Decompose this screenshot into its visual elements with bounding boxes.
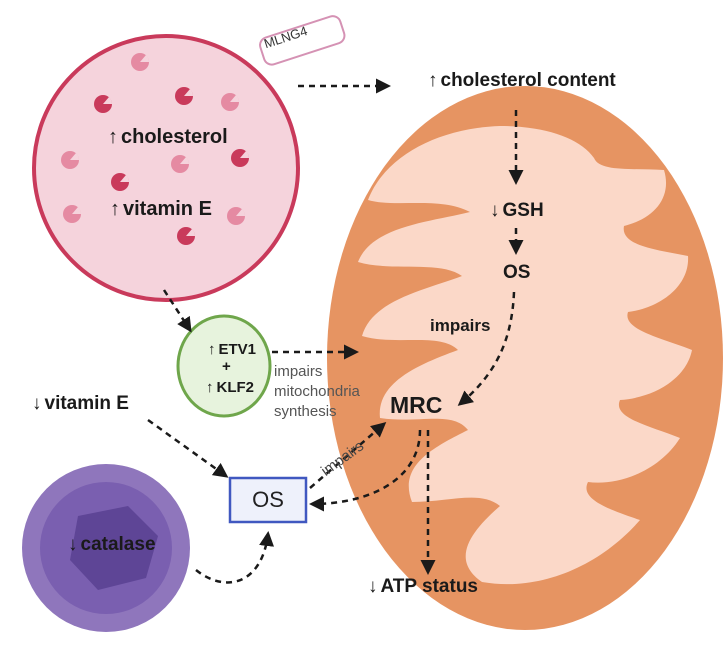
particle [221, 93, 240, 111]
connectors [147, 78, 524, 584]
particle [171, 155, 190, 173]
mrc-label: MRC [390, 392, 443, 418]
particle [175, 87, 194, 105]
cell [32, 15, 346, 302]
os-box-label: OS [252, 487, 284, 512]
arrow-os-to-mrc-impairs [309, 422, 387, 489]
mlng4-tag [259, 15, 346, 66]
plus-label: + [222, 358, 231, 375]
mitochondrion-cristae [358, 126, 692, 585]
os-box-shape [228, 476, 308, 524]
gsh-down-label: GSH [490, 200, 544, 222]
atp-status-down-label: ATP status [368, 576, 479, 598]
arrow-cell-to-etv [162, 289, 192, 333]
arrow-catalase-to-os [195, 531, 275, 584]
particle [227, 207, 246, 225]
os-mito-label: OS [503, 262, 531, 283]
vitamin-e-down-label: vitamin E [32, 393, 129, 415]
impairs-mito-label: impairs [430, 316, 491, 335]
cell-particles [61, 53, 250, 245]
impairs-synthesis-line-2: mitochondria [274, 383, 360, 400]
arrow-mrc-to-os [309, 429, 422, 512]
particle [111, 173, 130, 191]
arrow-vitE-to-os [147, 418, 229, 478]
klf2-label: KLF2 [206, 379, 255, 396]
etv1-label: ETV1 [208, 341, 257, 358]
particle [63, 205, 82, 223]
impairs-synthesis-line-1: impairs [274, 363, 323, 380]
particle [177, 227, 196, 245]
vitamin-e-up-label: vitamin E [110, 198, 212, 221]
cholesterol-up-label: cholesterol [108, 126, 228, 149]
impairs-synthesis-line-3: synthesis [274, 403, 337, 420]
arrow-os-to-mrc [457, 291, 516, 406]
particle [94, 95, 113, 113]
particle [61, 151, 80, 169]
cholesterol-content-label: cholesterol content [428, 70, 616, 92]
impairs-synthesis-label: impairs mitochondria synthesis [274, 362, 360, 422]
catalase-down-label: catalase [68, 534, 156, 556]
particle [131, 53, 150, 71]
mitochondrion [327, 86, 723, 630]
particle [231, 149, 250, 167]
